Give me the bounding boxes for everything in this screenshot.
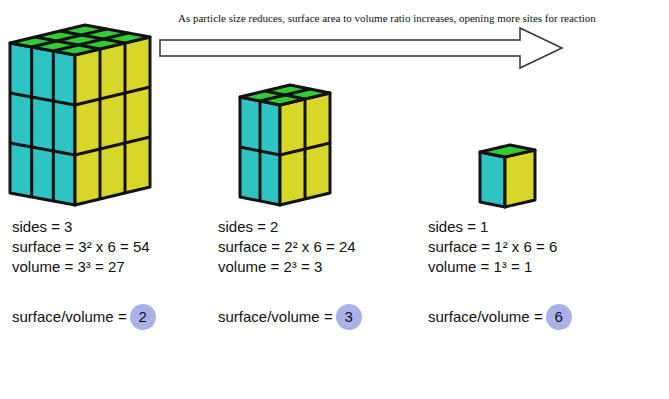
cube-top-face (240, 85, 330, 105)
ratio-value: 2 (138, 308, 146, 326)
ratio-circle: 3 (336, 304, 362, 330)
cube-grid-line (75, 87, 150, 105)
measure-label: sides = 1 (428, 218, 488, 236)
ratio-value: 3 (344, 308, 352, 326)
cube-grid-line (260, 89, 310, 101)
measure-label: surface = 1² x 6 = 6 (428, 238, 557, 256)
cube-left-face (10, 43, 75, 205)
cube-grid-line (10, 143, 75, 155)
measure-label: surface = 2² x 6 = 24 (218, 238, 356, 256)
cube-grid-line (124, 43, 127, 193)
cube-left-face (480, 152, 505, 207)
ratio-value: 6 (554, 308, 562, 326)
cube-grid-line (240, 147, 280, 155)
ratio-label: surface/volume = (428, 308, 543, 326)
cube-right-face (75, 37, 150, 205)
measure-label: volume = 2³ = 3 (218, 258, 322, 276)
cube-grid-line (53, 33, 128, 51)
cube-grid-line (10, 93, 75, 105)
ratio-circle: 2 (130, 304, 156, 330)
ratio-circle: 6 (546, 304, 572, 330)
measure-label: sides = 3 (12, 218, 72, 236)
ratio-label: surface/volume = (12, 308, 127, 326)
cube-top-face (480, 145, 535, 157)
measure-label: volume = 1³ = 1 (428, 258, 532, 276)
cube-grid-line (75, 137, 150, 155)
cube-top-face (10, 25, 150, 55)
measure-label: surface = 3² x 6 = 54 (12, 238, 150, 256)
cube-group (10, 25, 535, 207)
cube-grid-line (30, 47, 33, 197)
cube-right-face (505, 150, 535, 207)
cube-right-face (280, 93, 330, 205)
direction-arrow (160, 28, 562, 68)
measure-label: sides = 2 (218, 218, 278, 236)
ratio-label: surface/volume = (218, 308, 333, 326)
heading: As particle size reduces, surface area t… (178, 12, 596, 25)
cube-grid-line (280, 143, 330, 155)
cube-grid-line (52, 51, 55, 201)
cube-grid-line (99, 49, 102, 199)
measure-label: volume = 3³ = 27 (12, 258, 125, 276)
cube-left-face (240, 97, 280, 205)
